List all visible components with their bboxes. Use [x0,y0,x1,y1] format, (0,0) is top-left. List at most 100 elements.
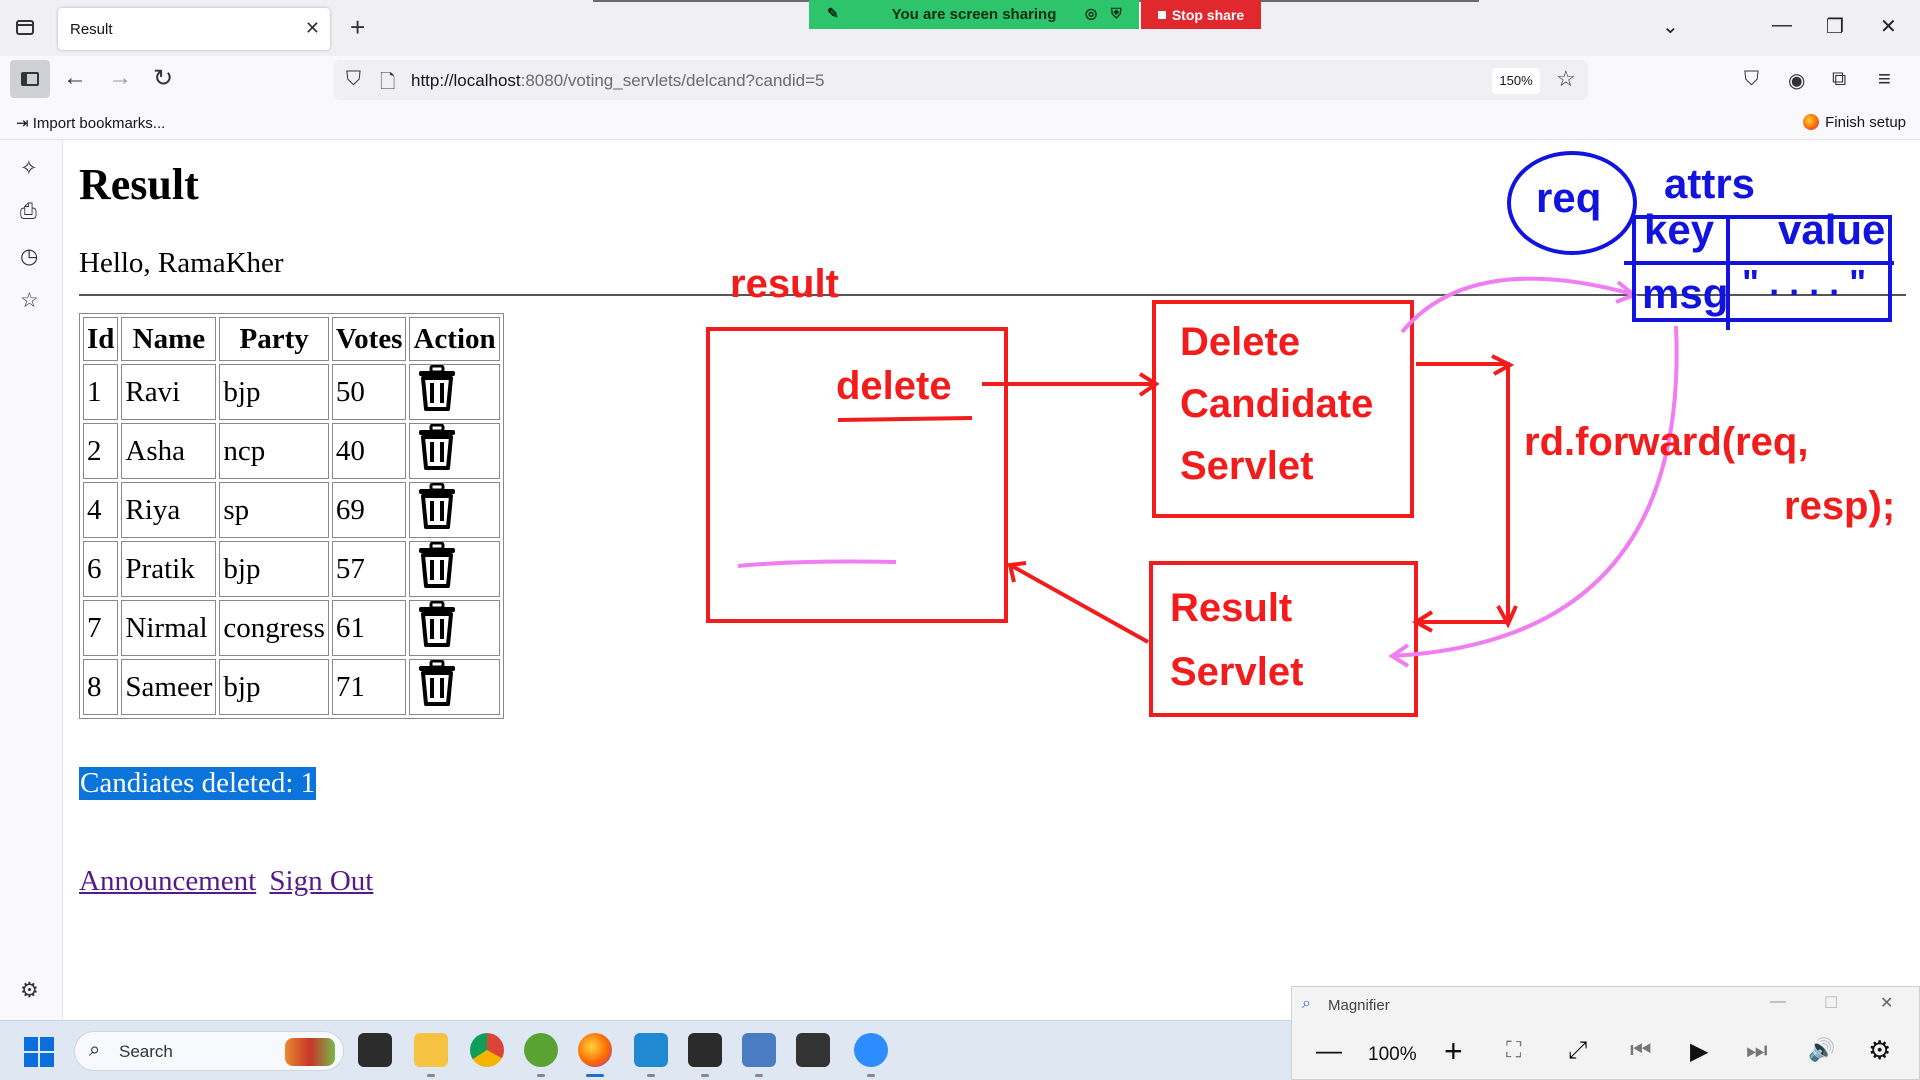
table-header-row: Id Name Party Votes Action [83,317,500,361]
delete-trash-icon[interactable] [415,659,459,706]
search-placeholder: Search [119,1042,173,1061]
task-view-icon[interactable] [358,1033,392,1067]
pause-icon[interactable]: ◎ [1085,5,1098,21]
tab-result[interactable]: Result ✕ [58,8,330,50]
pocket-icon[interactable]: ⛉ [1744,68,1759,90]
synced-tabs-icon[interactable]: ⎙ [20,200,37,223]
cell-action [409,423,500,479]
close-window-icon[interactable]: ✕ [1880,16,1897,38]
sign-out-link[interactable]: Sign Out [269,865,374,897]
restore-icon[interactable]: ❐ [1826,16,1844,38]
firefox-taskbar-icon[interactable] [578,1033,612,1067]
terminal-icon[interactable] [688,1033,722,1067]
close-icon[interactable]: ✕ [1880,995,1894,1012]
snipping-tool-icon[interactable] [796,1033,830,1067]
back-icon[interactable]: ← [63,64,87,91]
magnifier-taskbar-icon[interactable] [742,1033,776,1067]
page-icon: 🗋 [380,72,396,93]
delete-servlet-line1: Delete [1180,320,1301,364]
stop-icon [1157,10,1166,19]
zoom-in-button[interactable]: + [1444,1033,1463,1069]
delete-trash-icon[interactable] [415,541,459,588]
start-button[interactable] [24,1037,54,1067]
stop-share-button[interactable]: Stop share [1141,0,1261,29]
maximize-icon[interactable]: ☐ [1824,995,1839,1012]
delete-trash-icon[interactable] [415,364,459,411]
cell-action [409,482,500,538]
bookmarks-icon[interactable]: ☆ [20,289,39,312]
history-icon[interactable]: ◷ [20,245,39,268]
minimize-icon[interactable]: — [1772,14,1792,36]
import-bookmarks-label: Import bookmarks... [32,115,166,132]
read-aloud-icon[interactable]: 🔊 [1808,1037,1836,1062]
minimize-icon[interactable]: — [1770,993,1786,1010]
req-label: req [1536,174,1602,221]
delete-trash-icon[interactable] [415,600,459,647]
magnifier-title: Magnifier [1328,997,1390,1014]
account-icon[interactable]: ◉ [1788,70,1806,92]
skip-forward-icon[interactable]: ⏭ [1746,1037,1768,1064]
extensions-icon[interactable]: ⧉ [1832,68,1847,90]
new-tab-button[interactable]: + [350,12,366,42]
deleted-count-message: Candiates deleted: 1 [79,767,317,800]
forward-icon[interactable]: → [108,64,132,91]
finish-setup-label: Finish setup [1825,114,1906,131]
file-explorer-icon[interactable] [414,1033,448,1067]
menu-icon[interactable]: ≡ [1878,66,1891,91]
import-icon: ⇥ [16,115,29,132]
running-indicator [701,1074,709,1077]
fit-icon[interactable]: ⛶ [1506,1037,1522,1062]
announcement-link[interactable]: Announcement [79,865,257,897]
tab-list-icon[interactable] [14,16,36,38]
running-indicator [427,1074,435,1077]
running-indicator [647,1074,655,1077]
page-title: Result [79,160,199,209]
running-indicator [867,1074,875,1077]
result-label: result [730,262,839,306]
magnifier-zoom-level: 100% [1368,1044,1417,1065]
import-bookmarks-link[interactable]: ⇥ Import bookmarks... [16,114,165,132]
zoom-level-badge[interactable]: 150% [1492,68,1540,94]
cell-name: Asha [121,423,217,479]
shield-icon: ⛨ [1111,5,1122,21]
ai-chat-icon[interactable]: ✧ [20,157,38,180]
url-text[interactable]: http://localhost:8080/voting_servlets/de… [411,71,825,90]
cell-id: 6 [83,541,119,597]
active-indicator [586,1074,604,1077]
taskbar-search[interactable]: ⌕ Search [74,1031,344,1071]
spring-tools-icon[interactable] [524,1033,558,1067]
settings-icon[interactable]: ⚙ [20,979,39,1002]
column-header: Action [409,317,500,361]
skip-back-icon[interactable]: ⏮ [1630,1037,1652,1064]
delete-trash-icon[interactable] [415,482,459,529]
address-bar[interactable]: ⛉ 🗋 http://localhost:8080/voting_servlet… [334,60,1588,100]
magnifier-window: ⌕ Magnifier — ☐ ✕ — 100% + ⛶ ⤢ ⏮ ▶ ⏭ 🔊 ⚙ [1291,986,1920,1080]
delete-label: delete [836,364,952,408]
vscode-icon[interactable] [634,1033,668,1067]
bookmark-star-icon[interactable]: ☆ [1556,66,1576,91]
msg-key: msg [1642,270,1729,317]
cell-action [409,541,500,597]
play-icon[interactable]: ▶ [1690,1038,1709,1065]
delete-trash-icon[interactable] [415,423,459,470]
finish-setup-button[interactable]: Finish setup [1803,114,1906,131]
chrome-icon[interactable] [470,1033,504,1067]
stop-share-label: Stop share [1171,6,1245,23]
cell-votes: 40 [331,423,407,479]
zoom-out-button[interactable]: — [1316,1035,1342,1065]
cell-name: Nirmal [121,600,217,656]
reload-icon[interactable]: ↻ [153,65,174,92]
settings-icon[interactable]: ⚙ [1868,1035,1892,1065]
cell-votes: 71 [331,659,407,715]
zoom-icon[interactable] [854,1033,888,1067]
sidebar-toggle-button[interactable] [10,60,50,98]
cell-votes: 50 [331,364,407,420]
sidebar-icon [21,72,39,86]
expand-icon[interactable]: ⤢ [1568,1037,1588,1064]
screen-share-status: You are screen sharing [891,6,1057,23]
list-all-tabs-icon[interactable]: ⌄ [1662,16,1679,38]
tracking-protection-icon[interactable]: ⛉ [346,68,361,90]
tab-close-button[interactable]: ✕ [304,18,320,38]
